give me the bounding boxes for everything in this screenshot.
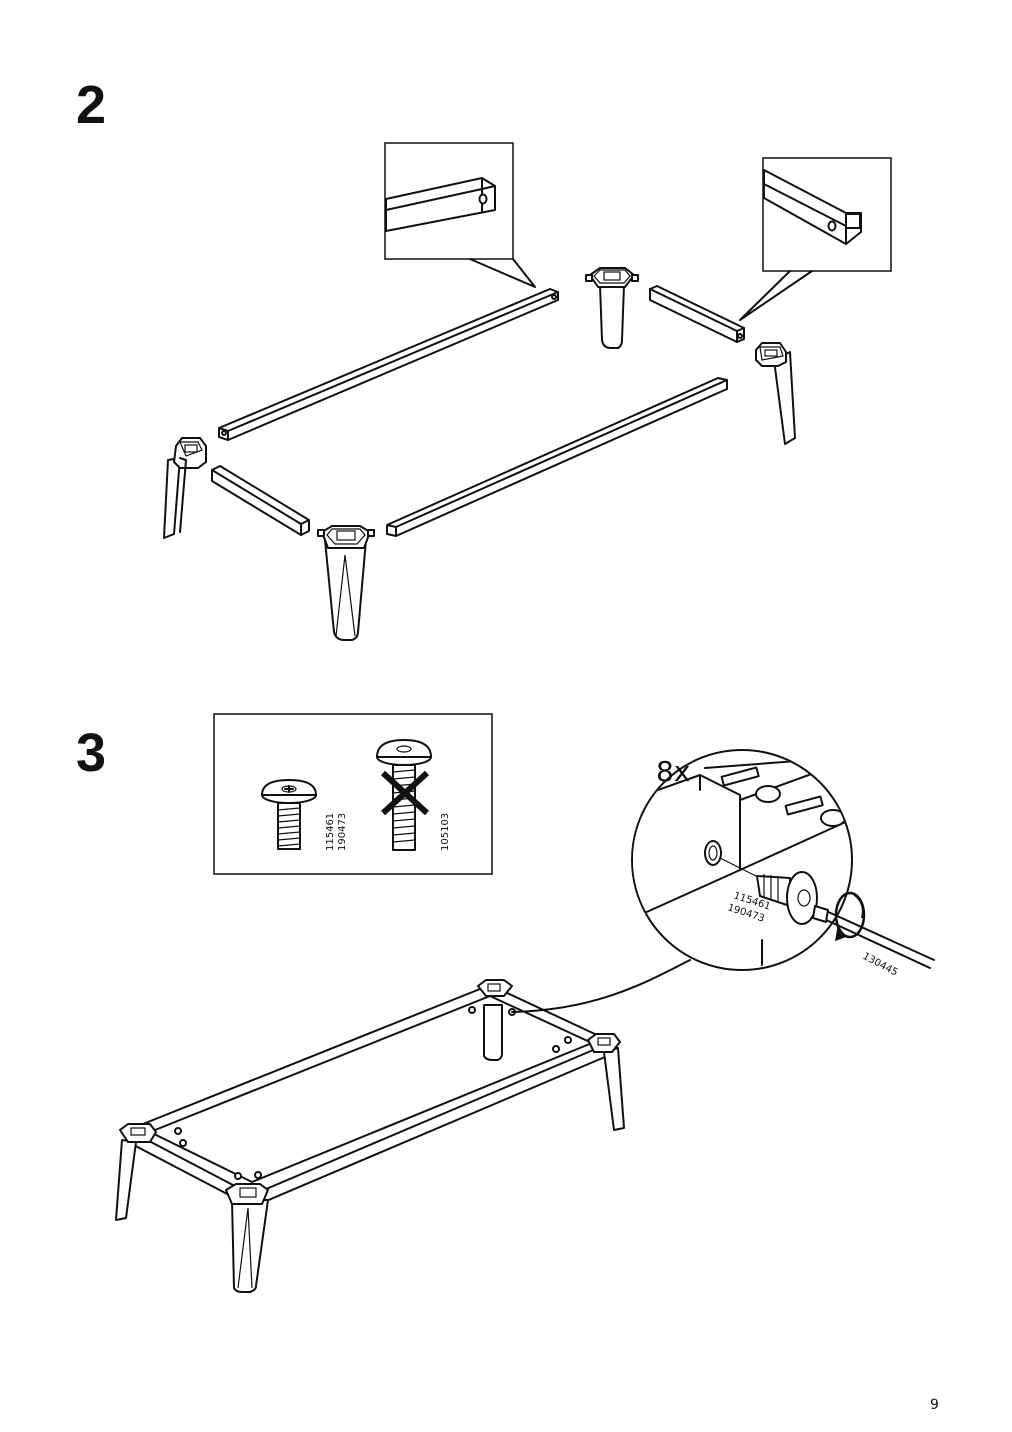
long-rail-front xyxy=(386,377,728,537)
rail-hole-detail-callout xyxy=(384,142,536,288)
hex-key-code: 130445 xyxy=(861,951,900,979)
correct-screw-code-2: 190473 xyxy=(337,813,348,851)
step-3-number: 3 xyxy=(76,723,107,783)
assembled-frame xyxy=(115,979,625,1293)
short-rail-left xyxy=(211,465,310,536)
wrong-screw-code: 105103 xyxy=(440,813,451,851)
short-rail-right xyxy=(649,285,745,343)
rail-open-end-detail-callout xyxy=(739,157,892,321)
long-rail-back xyxy=(218,288,559,441)
quantity-label: 8x xyxy=(656,755,690,788)
leg-front-middle xyxy=(317,525,375,641)
step-2-illustration xyxy=(163,142,892,641)
magnified-detail: 115461 190473 xyxy=(511,749,853,1013)
leg-front-left xyxy=(163,437,207,539)
cross-mark-icon xyxy=(380,770,430,816)
screw-comparison-box: 115461 190473 105103 xyxy=(213,713,493,875)
step-2-number: 2 xyxy=(76,75,107,135)
screw-markers xyxy=(174,1006,572,1180)
page-number: 9 xyxy=(930,1397,939,1413)
leg-back-middle xyxy=(585,267,639,349)
correct-screw-icon xyxy=(261,779,317,850)
correct-screw-code-1: 115461 xyxy=(325,813,336,851)
step-3-illustration: 115461 190473 105103 xyxy=(115,713,935,1293)
leg-back-right xyxy=(755,342,796,445)
